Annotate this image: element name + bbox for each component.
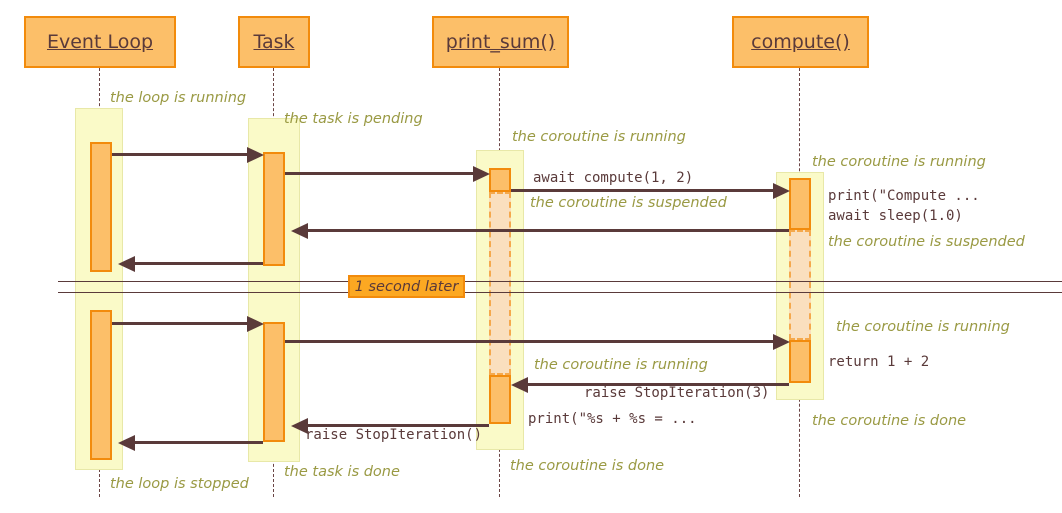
msg-task-to-compute-arrowhead (773, 334, 790, 350)
act-print-sum-susp (489, 192, 511, 375)
msg-compute-to-printsum-line (526, 383, 789, 386)
act-event-loop-1 (90, 142, 112, 272)
msg-printsum-to-task-2-label: raise StopIteration() (305, 427, 483, 443)
act-print-sum-1 (489, 168, 511, 192)
msg-compute-to-printsum-label: raise StopIteration(3) (584, 385, 770, 401)
note-printsum-running2: the coroutine is running (534, 357, 708, 373)
act-print-sum-2 (489, 375, 511, 424)
msg-loop-to-task-1-arrowhead (247, 147, 264, 163)
msg-task-to-loop-2-arrowhead (118, 435, 135, 451)
participant-task-label: Task (253, 31, 295, 53)
msg-loop-to-task-2-line (112, 322, 248, 325)
msg-task-to-printsum-1-arrowhead (473, 166, 490, 182)
msg-task-to-printsum-1-line (285, 172, 474, 175)
note-compute-running1: the coroutine is running (812, 154, 986, 170)
msg-printsum-to-task-2-arrowhead (291, 418, 308, 434)
code-print-sum: print("%s + %s = ... (528, 411, 697, 427)
code-return: return 1 + 2 (828, 354, 930, 370)
note-compute-done: the coroutine is done (812, 413, 967, 429)
divider-1-second-line-1 (58, 281, 1062, 282)
participant-compute-label: compute() (751, 31, 850, 53)
msg-task-to-loop-1-arrowhead (118, 256, 135, 272)
act-compute-susp (789, 230, 811, 340)
note-compute-susp: the coroutine is suspended (828, 234, 1025, 250)
note-loop-stopped: the loop is stopped (110, 476, 249, 492)
note-printsum-susp: the coroutine is suspended (530, 195, 727, 211)
participant-event-loop-label: Event Loop (46, 31, 154, 53)
msg-printsum-to-compute-label: await compute(1, 2) (533, 170, 694, 186)
act-task-1 (263, 152, 285, 266)
divider-1-second: 1 second later (348, 275, 465, 298)
msg-task-to-compute-line (285, 340, 774, 343)
note-printsum-done: the coroutine is done (510, 458, 665, 474)
act-event-loop-2 (90, 310, 112, 460)
participant-print-sum-label: print_sum() (445, 31, 556, 53)
msg-compute-to-task-line (306, 229, 789, 232)
msg-task-to-loop-2-line (133, 441, 263, 444)
note-printsum-running1: the coroutine is running (512, 129, 686, 145)
divider-1-second-line-2 (58, 292, 1062, 293)
msg-loop-to-task-1-line (112, 153, 248, 156)
participant-compute[interactable]: compute() (732, 16, 869, 68)
participant-print-sum[interactable]: print_sum() (432, 16, 569, 68)
msg-compute-to-task-arrowhead (291, 223, 308, 239)
code-print-compute: print("Compute ... (828, 188, 980, 204)
divider-1-second-label: 1 second later (354, 278, 459, 295)
note-task-pending: the task is pending (284, 111, 423, 127)
participant-event-loop[interactable]: Event Loop (24, 16, 176, 68)
act-compute-2 (789, 340, 811, 383)
note-task-done: the task is done (284, 464, 400, 480)
note-loop-running: the loop is running (110, 90, 247, 106)
msg-printsum-to-task-2-line (306, 424, 489, 427)
msg-loop-to-task-2-arrowhead (247, 316, 264, 332)
note-compute-running2: the coroutine is running (836, 319, 1010, 335)
participant-task[interactable]: Task (238, 16, 310, 68)
msg-printsum-to-compute-line (511, 189, 774, 192)
code-await-sleep: await sleep(1.0) (828, 208, 963, 224)
act-task-2 (263, 322, 285, 442)
act-compute-1 (789, 178, 811, 230)
msg-printsum-to-compute-arrowhead (773, 183, 790, 199)
msg-compute-to-printsum-arrowhead (511, 377, 528, 393)
msg-task-to-loop-1-line (133, 262, 263, 265)
